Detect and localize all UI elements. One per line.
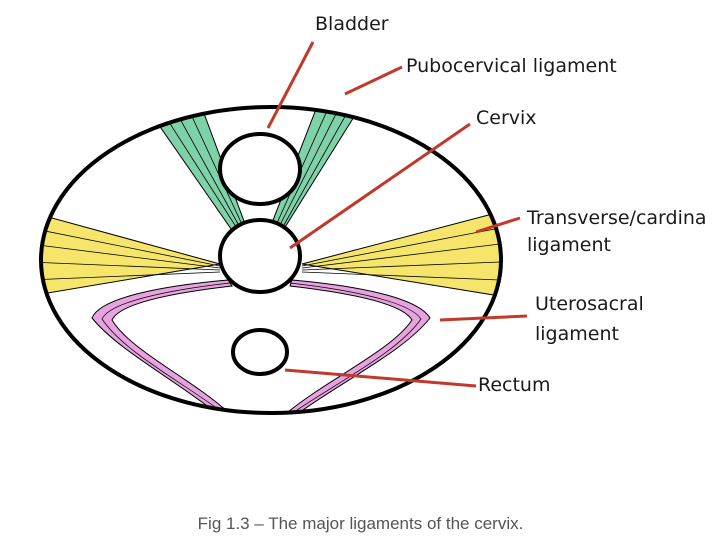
leader-lines — [266, 41, 528, 388]
label-bladder: Bladder — [315, 13, 389, 35]
rectum-leader — [284, 368, 477, 388]
pelvis-outline — [39, 105, 503, 415]
label-uterosacral-line2: ligament — [535, 323, 619, 345]
cervix-circle — [218, 218, 302, 294]
figure-caption: Fig 1.3 – The major ligaments of the cer… — [197, 514, 524, 533]
bladder-circle — [218, 132, 302, 206]
label-pubocervical: Pubocervical ligament — [406, 55, 617, 77]
pubocervical-ligament — [146, 107, 363, 237]
transverse-leader — [475, 216, 521, 234]
label-transverse-line2: ligament — [527, 234, 611, 256]
label-uterosacral-line1: Uterosacral — [535, 293, 644, 315]
label-cervix: Cervix — [476, 107, 537, 129]
label-rectum: Rectum — [478, 374, 550, 396]
ligament-diagram: Bladder Pubocervical ligament Cervix Tra… — [39, 13, 707, 415]
label-transverse-line1: Transverse/cardina — [526, 207, 707, 229]
cervix-leader — [289, 122, 471, 250]
pubocervical-leader — [344, 65, 403, 96]
transverse-cardinal-ligament — [41, 211, 501, 297]
bladder-leader — [266, 41, 315, 129]
uterosacral-leader — [439, 314, 528, 322]
rectum-circle — [231, 328, 289, 376]
